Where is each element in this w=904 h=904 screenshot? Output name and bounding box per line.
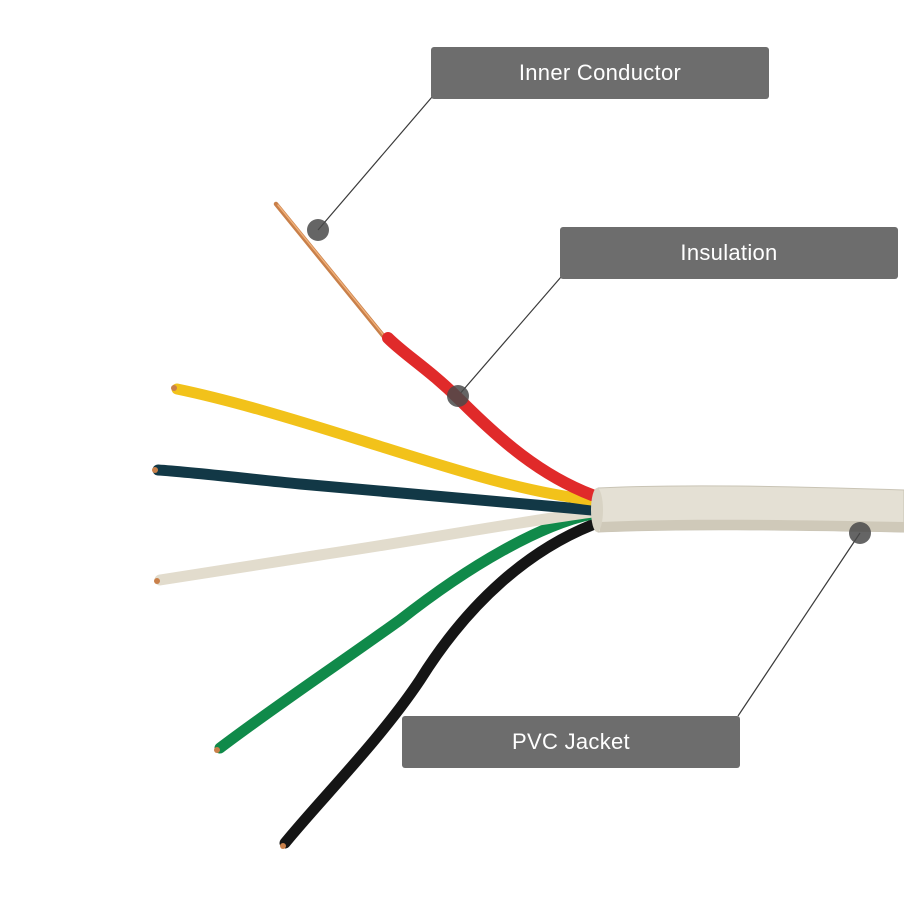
wire-red [382, 332, 598, 501]
wire-navy [152, 464, 598, 516]
label-inner-conductor: Inner Conductor [431, 47, 769, 99]
leader-line-insulation [457, 276, 562, 397]
marker-insulation [447, 385, 469, 407]
copper-end-black [280, 843, 286, 849]
leader-line-conductor [317, 96, 433, 231]
pvc-jacket-end [591, 488, 603, 532]
copper-end-white [154, 578, 160, 584]
label-pvc-jacket: PVC Jacket [402, 716, 740, 768]
copper-end-yellow [171, 385, 177, 391]
copper-conductor [273, 201, 388, 341]
pvc-jacket-shade [600, 519, 904, 532]
wire-green [214, 508, 598, 754]
marker-conductor [307, 219, 329, 241]
marker-jacket [849, 522, 871, 544]
leader-line-jacket [737, 532, 861, 717]
copper-end-green [214, 747, 220, 753]
label-insulation: Insulation [560, 227, 898, 279]
wire-white [154, 506, 598, 586]
wire-yellow [171, 383, 598, 506]
copper-conductor-highlight [277, 204, 387, 339]
copper-end-navy [152, 467, 158, 473]
wire-black [279, 519, 598, 849]
